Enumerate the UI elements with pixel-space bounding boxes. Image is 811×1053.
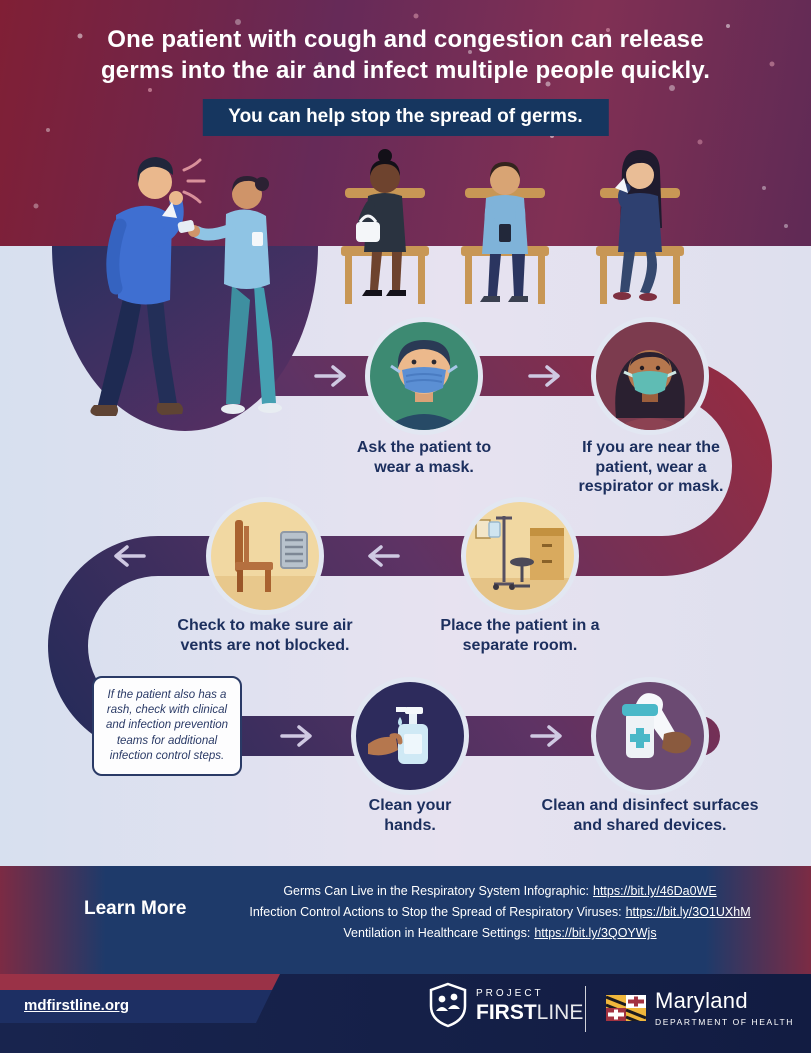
first-label: FIRST xyxy=(476,1001,537,1024)
resource-label-2: Infection Control Actions to Stop the Sp… xyxy=(249,905,622,919)
step-circle-clean-hands xyxy=(351,677,469,795)
step-circle-respirator xyxy=(591,317,709,435)
resource-row-2: Infection Control Actions to Stop the Sp… xyxy=(200,902,800,923)
step-circle-air-vents xyxy=(206,497,324,615)
step-circle-separate-room xyxy=(461,497,579,615)
project-firstline-logo: PROJECT FIRSTLINE xyxy=(428,982,583,1028)
title-line-2: germs into the air and infect multiple p… xyxy=(100,57,711,84)
footer-red-ribbon xyxy=(0,974,280,990)
resource-label-3: Ventilation in Healthcare Settings: xyxy=(343,926,531,940)
step-caption-air-vents: Check to make sure air vents are not blo… xyxy=(177,617,353,654)
resource-label-1: Germs Can Live in the Respiratory System… xyxy=(283,884,589,898)
hand-sanitizer-icon xyxy=(368,707,428,764)
step-caption-clean-hands: Clean your hands. xyxy=(368,797,452,834)
page-title: One patient with cough and congestion ca… xyxy=(46,24,766,86)
learn-more-links: Germs Can Live in the Respiratory System… xyxy=(200,881,800,944)
maryland-flag-icon xyxy=(606,994,646,1021)
resource-link-2[interactable]: https://bit.ly/3O1UXhM xyxy=(625,905,751,919)
resource-link-3[interactable]: https://bit.ly/3QOYWjs xyxy=(534,926,657,940)
banner-message: You can help stop the spread of germs. xyxy=(202,99,609,136)
footer-section: mdfirstline.org PROJECT FIRSTLINE xyxy=(0,974,811,1053)
step-caption-respirator: If you are near the patient, wear a resp… xyxy=(578,439,724,496)
masked-worker-icon xyxy=(612,350,688,430)
step-circle-ask-mask xyxy=(365,317,483,435)
step-circle-disinfect xyxy=(591,677,709,795)
step-caption-disinfect: Clean and disinfect surfaces and shared … xyxy=(541,797,759,834)
footer-navy-ribbon xyxy=(0,990,272,1023)
chair-vent-icon xyxy=(211,520,319,610)
maryland-name: Maryland xyxy=(655,988,748,1013)
step-caption-ask-mask: Ask the patient to wear a mask. xyxy=(356,439,492,476)
masked-patient-icon xyxy=(382,340,466,430)
footer-divider xyxy=(585,986,586,1032)
learn-more-label: Learn More xyxy=(84,898,187,919)
shield-icon xyxy=(429,982,467,1028)
website-link[interactable]: mdfirstline.org xyxy=(24,997,130,1014)
maryland-doh-logo: Maryland DEPARTMENT OF HEALTH xyxy=(606,988,794,1027)
project-firstline-wordmark: PROJECT FIRSTLINE xyxy=(476,982,583,1025)
resource-link-1[interactable]: https://bit.ly/46Da0WE xyxy=(593,884,717,898)
resource-row-1: Germs Can Live in the Respiratory System… xyxy=(200,881,800,902)
learn-more-section xyxy=(0,866,811,974)
resource-row-3: Ventilation in Healthcare Settings:https… xyxy=(200,923,800,944)
step-caption-separate-room: Place the patient in a separate room. xyxy=(440,617,600,654)
maryland-wordmark: Maryland DEPARTMENT OF HEALTH xyxy=(655,988,794,1027)
rash-callout-box: If the patient also has a rash, check wi… xyxy=(92,676,242,776)
title-line-1: One patient with cough and congestion ca… xyxy=(107,26,704,53)
maryland-department: DEPARTMENT OF HEALTH xyxy=(655,1017,795,1027)
exam-room-icon xyxy=(466,516,574,610)
project-label: PROJECT xyxy=(476,988,544,999)
line-label: LINE xyxy=(536,1001,584,1024)
disinfecting-wipes-icon xyxy=(622,693,692,758)
